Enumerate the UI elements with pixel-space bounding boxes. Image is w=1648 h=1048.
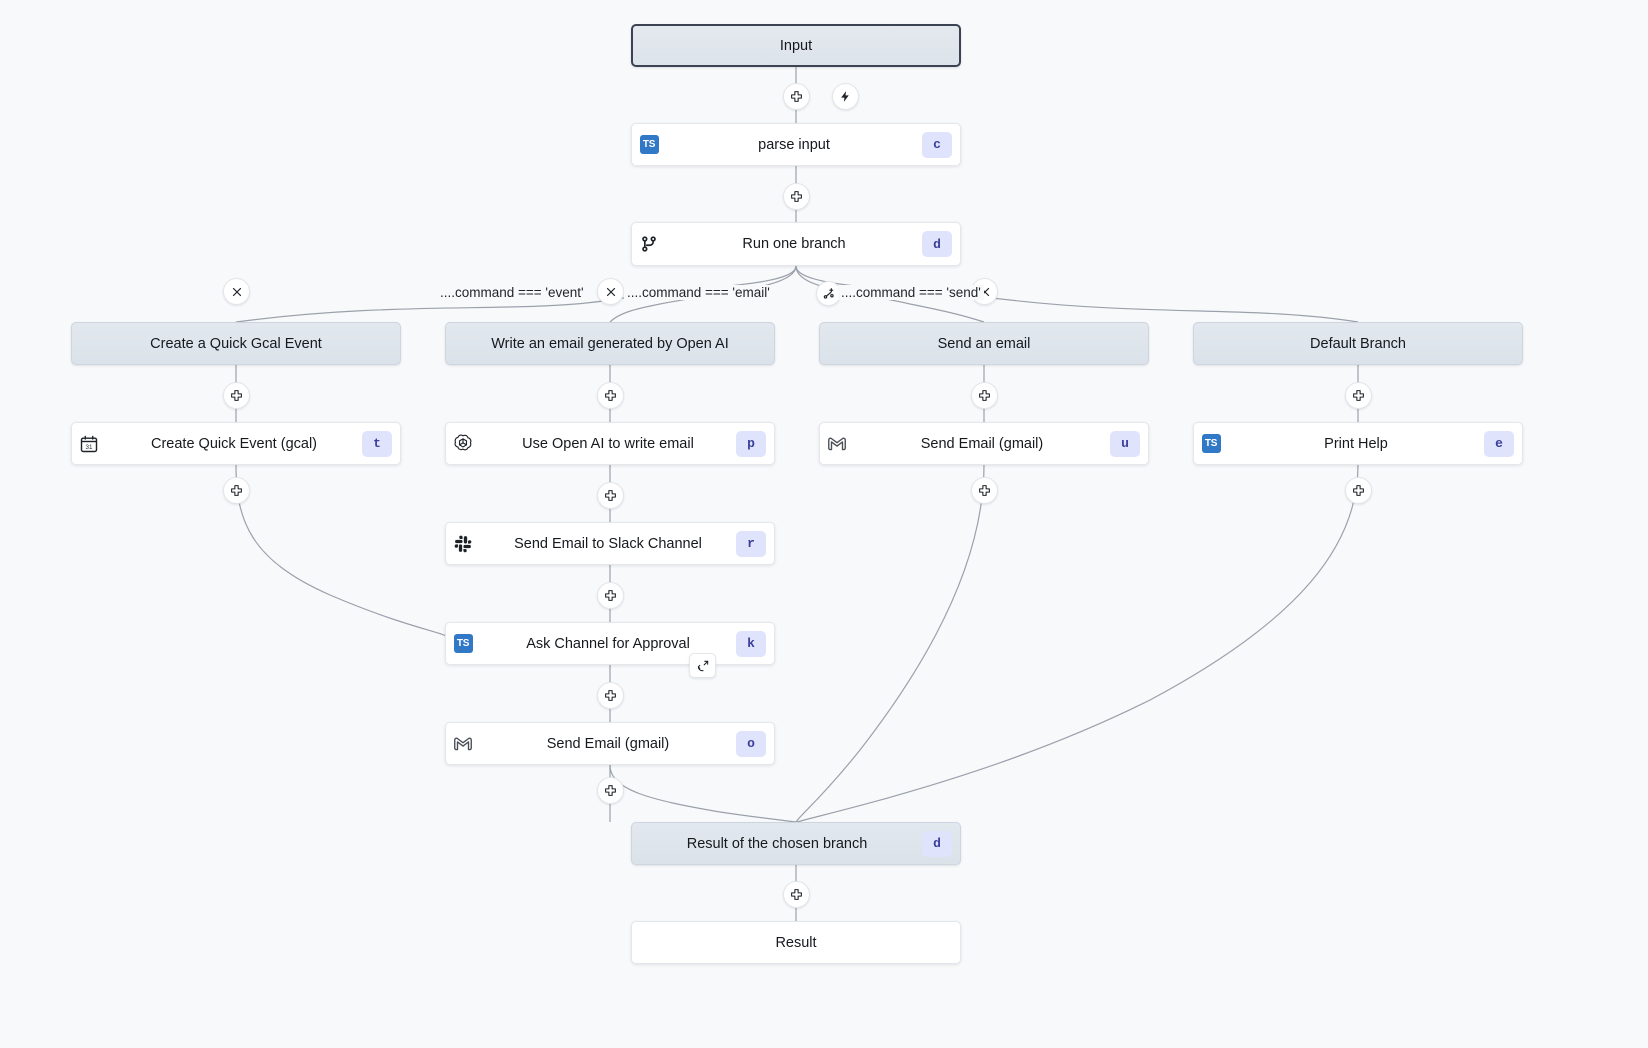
node-ask-channel-approval[interactable]: TS Ask Channel for Approval k: [445, 622, 775, 665]
plus-icon: [979, 485, 990, 496]
insert-step-button[interactable]: [971, 382, 998, 409]
node-send-email-slack-badge[interactable]: r: [736, 530, 766, 557]
svg-text:31: 31: [86, 444, 93, 451]
gmail-icon: [446, 723, 480, 764]
plus-icon: [791, 91, 802, 102]
branch-header-send[interactable]: Send an email: [819, 322, 1149, 365]
node-result-label: Result: [775, 934, 817, 951]
branch-header-openai[interactable]: Write an email generated by Open AI: [445, 322, 775, 365]
node-print-help-badge[interactable]: e: [1484, 430, 1514, 457]
node-send-email-slack[interactable]: Send Email to Slack Channel r: [445, 522, 775, 565]
insert-step-button[interactable]: [597, 582, 624, 609]
branch-condition-label: ....command === 'event': [437, 285, 587, 300]
plus-icon: [1353, 390, 1364, 401]
calendar-icon: 31: [72, 423, 106, 464]
close-icon: [606, 287, 615, 296]
plus-icon: [979, 390, 990, 401]
insert-step-button[interactable]: [223, 382, 250, 409]
insert-step-button[interactable]: [597, 682, 624, 709]
plus-icon: [605, 590, 616, 601]
insert-step-button[interactable]: [971, 477, 998, 504]
node-use-open-ai-label: Use Open AI to write email: [522, 435, 694, 452]
plus-icon: [605, 490, 616, 501]
branch-condition-label: ....command === 'send': [838, 285, 984, 300]
node-send-email-gmail-o-label: Send Email (gmail): [546, 735, 670, 752]
openai-icon: [446, 423, 480, 464]
branch-header-label: Send an email: [937, 335, 1031, 352]
typescript-icon: TS: [632, 124, 666, 165]
node-ask-channel-approval-label: Ask Channel for Approval: [526, 635, 690, 652]
node-parse-input-badge[interactable]: c: [922, 131, 952, 158]
node-send-email-gmail-o-badge[interactable]: o: [736, 730, 766, 757]
insert-step-button[interactable]: [597, 382, 624, 409]
insert-step-button[interactable]: [783, 183, 810, 210]
plus-icon: [605, 390, 616, 401]
branch-header-label: Write an email generated by Open AI: [491, 335, 729, 352]
trigger-button[interactable]: [832, 83, 859, 110]
node-send-email-gmail-o[interactable]: Send Email (gmail) o: [445, 722, 775, 765]
insert-step-button[interactable]: [597, 482, 624, 509]
node-branch-result-label: Result of the chosen branch: [686, 835, 868, 852]
node-branch-result-badge[interactable]: d: [922, 830, 952, 857]
gmail-icon: [820, 423, 854, 464]
lightning-bolt-icon: [841, 91, 849, 102]
plus-icon: [605, 690, 616, 701]
plus-icon: [791, 191, 802, 202]
node-result[interactable]: Result: [631, 921, 961, 964]
close-icon: [232, 287, 241, 296]
node-ask-channel-approval-badge[interactable]: k: [736, 630, 766, 657]
node-send-email-gmail-u-label: Send Email (gmail): [920, 435, 1044, 452]
plus-icon: [231, 485, 242, 496]
node-create-quick-event[interactable]: 31 Create Quick Event (gcal) t: [71, 422, 401, 465]
node-print-help-label: Print Help: [1324, 435, 1388, 452]
node-parse-input-label: parse input: [758, 136, 830, 153]
insert-step-button[interactable]: [783, 881, 810, 908]
plus-icon: [791, 889, 802, 900]
node-parse-input[interactable]: TS parse input c: [631, 123, 961, 166]
plus-icon: [605, 785, 616, 796]
insert-step-button[interactable]: [223, 477, 250, 504]
remove-branch-button[interactable]: [223, 278, 250, 305]
node-run-one-branch-label: Run one branch: [742, 236, 846, 252]
insert-step-button[interactable]: [597, 777, 624, 804]
plus-icon: [231, 390, 242, 401]
branch-header-label: Default Branch: [1310, 335, 1406, 352]
node-print-help[interactable]: TS Print Help e: [1193, 422, 1523, 465]
add-branch-icon: [823, 287, 834, 299]
typescript-icon: TS: [446, 623, 480, 664]
node-run-one-branch[interactable]: Run one branch d: [631, 222, 961, 266]
node-input-label: Input: [779, 37, 813, 54]
branch-header-gcal[interactable]: Create a Quick Gcal Event: [71, 322, 401, 365]
typescript-icon: TS: [1194, 423, 1228, 464]
node-create-quick-event-badge[interactable]: t: [362, 430, 392, 457]
plus-icon: [1353, 485, 1364, 496]
node-send-email-gmail-u-badge[interactable]: u: [1110, 430, 1140, 457]
node-use-open-ai[interactable]: Use Open AI to write email p: [445, 422, 775, 465]
node-branch-result[interactable]: Result of the chosen branch d: [631, 822, 961, 865]
insert-step-button[interactable]: [1345, 382, 1372, 409]
branch-header-label: Create a Quick Gcal Event: [150, 335, 322, 352]
remove-branch-button[interactable]: [597, 278, 624, 305]
node-create-quick-event-label: Create Quick Event (gcal): [150, 435, 317, 452]
node-input[interactable]: Input: [631, 24, 961, 67]
suspend-approval-icon[interactable]: [689, 653, 716, 678]
git-branch-icon: [632, 223, 666, 265]
node-send-email-slack-label: Send Email to Slack Channel: [514, 535, 702, 552]
node-send-email-gmail-u[interactable]: Send Email (gmail) u: [819, 422, 1149, 465]
branch-header-default[interactable]: Default Branch: [1193, 322, 1523, 365]
node-run-one-branch-badge[interactable]: d: [922, 231, 952, 257]
insert-step-button[interactable]: [783, 83, 810, 110]
branch-condition-label: ....command === 'email': [624, 285, 773, 300]
slack-icon: [446, 523, 480, 564]
insert-step-button[interactable]: [1345, 477, 1372, 504]
node-use-open-ai-badge[interactable]: p: [736, 430, 766, 457]
